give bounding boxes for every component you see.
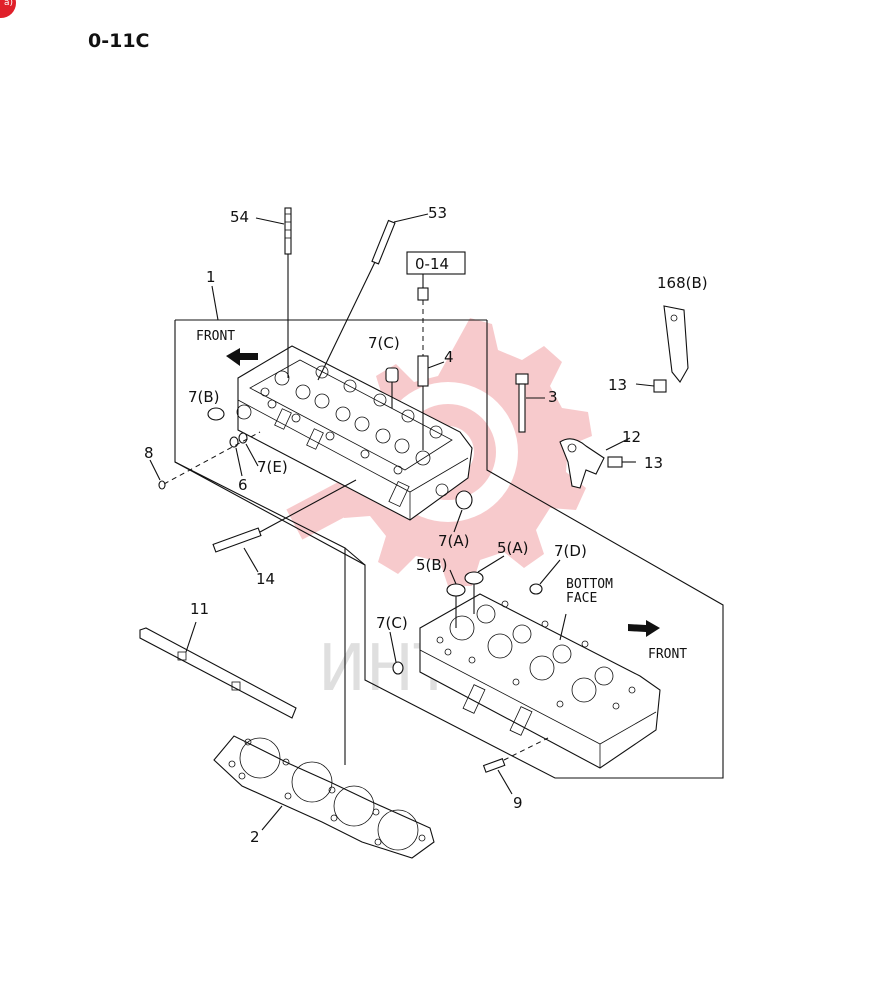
callout-168b: 168(B) (657, 274, 708, 292)
callout-9: 9 (513, 794, 523, 812)
callout-7c-bottom: 7(C) (376, 614, 408, 632)
bolt-3 (515, 373, 545, 433)
seals-5 (446, 571, 484, 628)
gasket-11 (139, 621, 297, 719)
bottom-face-label-2: FACE (566, 591, 597, 606)
callout-3: 3 (548, 388, 558, 406)
pin-reference (417, 274, 429, 450)
plug-7c-bottom (392, 661, 404, 675)
bracket-12 (559, 438, 636, 489)
head-gasket-2 (213, 735, 435, 859)
bracket-168b (635, 305, 689, 393)
callout-14: 14 (256, 570, 275, 588)
callout-1: 1 (206, 268, 216, 286)
callout-5b: 5(B) (416, 556, 448, 574)
cylinder-head-assembly-frame (174, 319, 724, 779)
callout-13-top: 13 (608, 376, 627, 394)
oring-6 (163, 431, 261, 485)
stud-53 (317, 219, 396, 381)
callout-6: 6 (238, 476, 248, 494)
callout-7e: 7(E) (257, 458, 288, 476)
callout-7a: 7(A) (438, 532, 470, 550)
callout-12: 12 (622, 428, 641, 446)
reference-box-label: 0-14 (415, 255, 449, 273)
stud-14 (212, 479, 357, 553)
cylinder-head-bottom (419, 593, 661, 769)
stud-9 (482, 737, 549, 773)
cylinder-head-top (236, 345, 473, 521)
callout-13-right: 13 (644, 454, 663, 472)
plug-7d (529, 583, 543, 595)
reference-box (406, 251, 466, 275)
callout-4: 4 (444, 348, 454, 366)
plug-7c-top (385, 367, 399, 408)
plug-7b (207, 407, 225, 421)
page-code: 0-11C (88, 30, 150, 52)
pin-8 (158, 480, 166, 490)
callout-7c-top: 7(C) (368, 334, 400, 352)
leader-lines (149, 213, 631, 795)
front-label-top: FRONT (196, 329, 235, 344)
valve-ports (260, 365, 443, 475)
callout-7d: 7(D) (554, 542, 587, 560)
callout-54: 54 (230, 208, 249, 226)
callout-11: 11 (190, 600, 209, 618)
callout-53: 53 (428, 204, 447, 222)
front-label-bottom: FRONT (648, 647, 687, 662)
callout-5a: 5(A) (497, 539, 529, 557)
plug-7a (455, 490, 473, 510)
callout-7b: 7(B) (188, 388, 220, 406)
callout-2: 2 (250, 828, 260, 846)
callout-8: 8 (144, 444, 154, 462)
stud-54 (284, 207, 292, 378)
bottom-face-label-1: BOTTOM (566, 577, 613, 592)
front-arrow-bottom (628, 620, 660, 637)
front-arrow-top (226, 348, 258, 366)
